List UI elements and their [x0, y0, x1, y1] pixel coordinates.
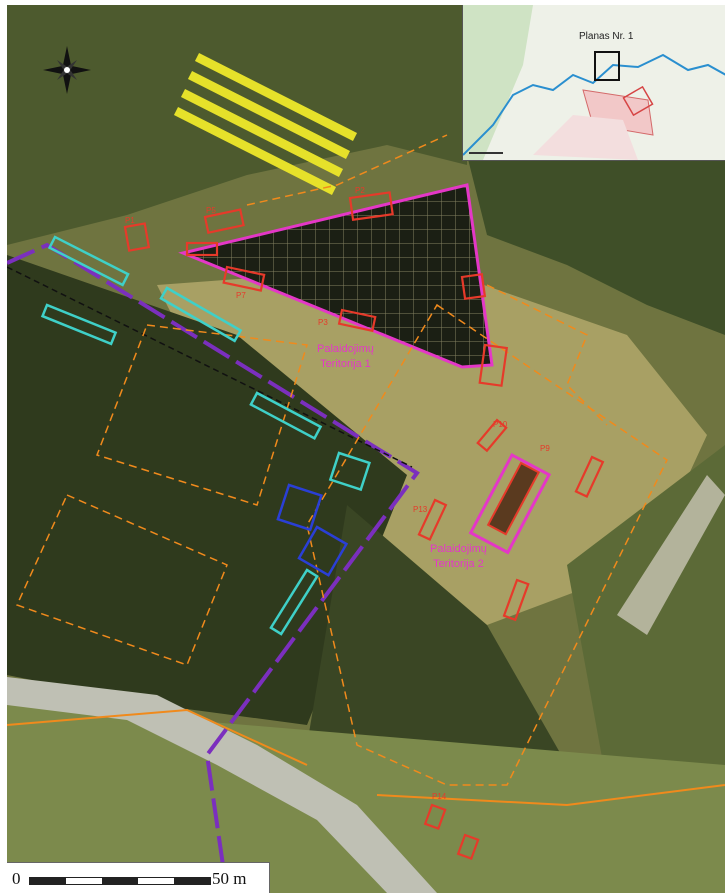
plot-tag-p14: P14 — [432, 792, 447, 801]
purple-boundary — [7, 242, 420, 893]
scale-segment — [174, 878, 210, 884]
cemetery-territory-2[interactable] — [468, 452, 552, 555]
plot-p9-excavation[interactable] — [486, 461, 541, 536]
inset-plan-box — [594, 51, 620, 81]
scale-bar: 0 50 m — [7, 862, 270, 893]
scale-end-label: 50 m — [212, 869, 247, 888]
zone-label-line: Teritorija 2 — [433, 558, 484, 570]
orange-line-south — [376, 784, 725, 807]
zone-label-line: Teritorija 1 — [320, 358, 371, 370]
plot-tag-p7: P7 — [236, 291, 246, 300]
plot-tag-p3: P3 — [318, 318, 328, 327]
zone-label-line: Palaidojimų — [430, 543, 487, 555]
inset-river — [463, 53, 725, 156]
field-south — [7, 705, 725, 893]
zone-label-territory-2: Palaidojimų Teritorija 2 — [430, 542, 487, 572]
orange-line-road — [7, 708, 308, 766]
inset-urban — [533, 115, 638, 160]
scale-segment — [30, 878, 66, 884]
inset-site-outline — [622, 85, 654, 117]
blue-trenches — [276, 483, 349, 577]
inset-canvas — [463, 5, 725, 160]
cyan-trenches — [40, 235, 372, 636]
excavation-plots — [123, 191, 605, 860]
forest-south — [307, 505, 567, 805]
scale-start-label: 0 — [12, 869, 21, 888]
zone-label-line: Palaidojimų — [317, 343, 374, 355]
scale-segment — [102, 878, 138, 884]
plot-tag-p10: P10 — [493, 420, 508, 429]
plot-tag-p2: P2 — [355, 186, 365, 195]
plot-tag-p1: P1 — [125, 216, 135, 225]
buffer-zones — [15, 134, 668, 786]
scale-segment — [138, 878, 174, 884]
inset-locator-map[interactable]: Planas Nr. 1 — [462, 5, 725, 161]
zone-label-territory-1: Palaidojimų Teritorija 1 — [317, 342, 374, 372]
compass-rose-icon — [43, 46, 91, 94]
inset-plan-label: Planas Nr. 1 — [579, 31, 634, 42]
scale-track — [29, 877, 211, 885]
plot-tag-p13: P13 — [413, 505, 428, 514]
structure-east — [617, 475, 725, 635]
forest-northeast — [467, 155, 725, 335]
plot-tag-p9: P9 — [540, 444, 550, 453]
inset-forest — [463, 5, 533, 160]
plot-tag-p5: P5 — [206, 206, 216, 215]
black-boundary — [7, 266, 413, 468]
yellow-grid — [173, 52, 358, 196]
road — [7, 677, 437, 893]
scale-segment — [66, 878, 102, 884]
meadow — [157, 265, 707, 625]
